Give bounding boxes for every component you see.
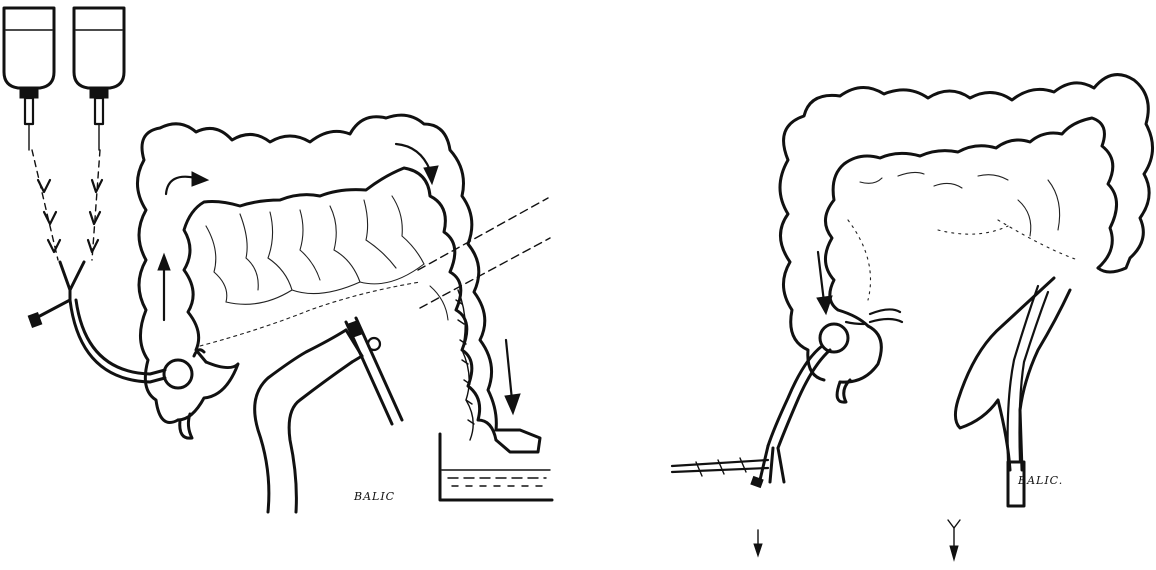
transection-lines	[418, 198, 550, 308]
rectal-tube	[955, 278, 1070, 506]
mesentery-vessels	[200, 196, 448, 346]
cecal-catheter	[751, 346, 830, 487]
clamp-icon	[346, 318, 402, 424]
infusion-flow-arrows	[32, 150, 102, 260]
mesentery-vessels	[848, 172, 1078, 300]
left-illustration	[0, 0, 578, 570]
artist-signature: BALIC.	[1018, 474, 1063, 487]
y-connector-tube	[28, 262, 165, 382]
left-illustration-panel: BALIC	[0, 0, 578, 570]
outflow-arrows	[754, 520, 960, 560]
colon-outline	[137, 115, 540, 452]
colon-outline	[780, 75, 1153, 403]
rectum-stump	[255, 330, 362, 512]
artist-signature: BALIC	[354, 490, 395, 503]
right-illustration	[578, 0, 1156, 570]
infusion-bag-icon	[4, 8, 54, 150]
forceps-icon	[672, 458, 768, 476]
infusion-bag-icon	[74, 8, 124, 150]
drainage-container	[440, 434, 552, 500]
flow-direction-arrows	[817, 252, 864, 324]
right-illustration-panel: BALIC.	[578, 0, 1156, 570]
flow-direction-arrows	[158, 144, 520, 414]
